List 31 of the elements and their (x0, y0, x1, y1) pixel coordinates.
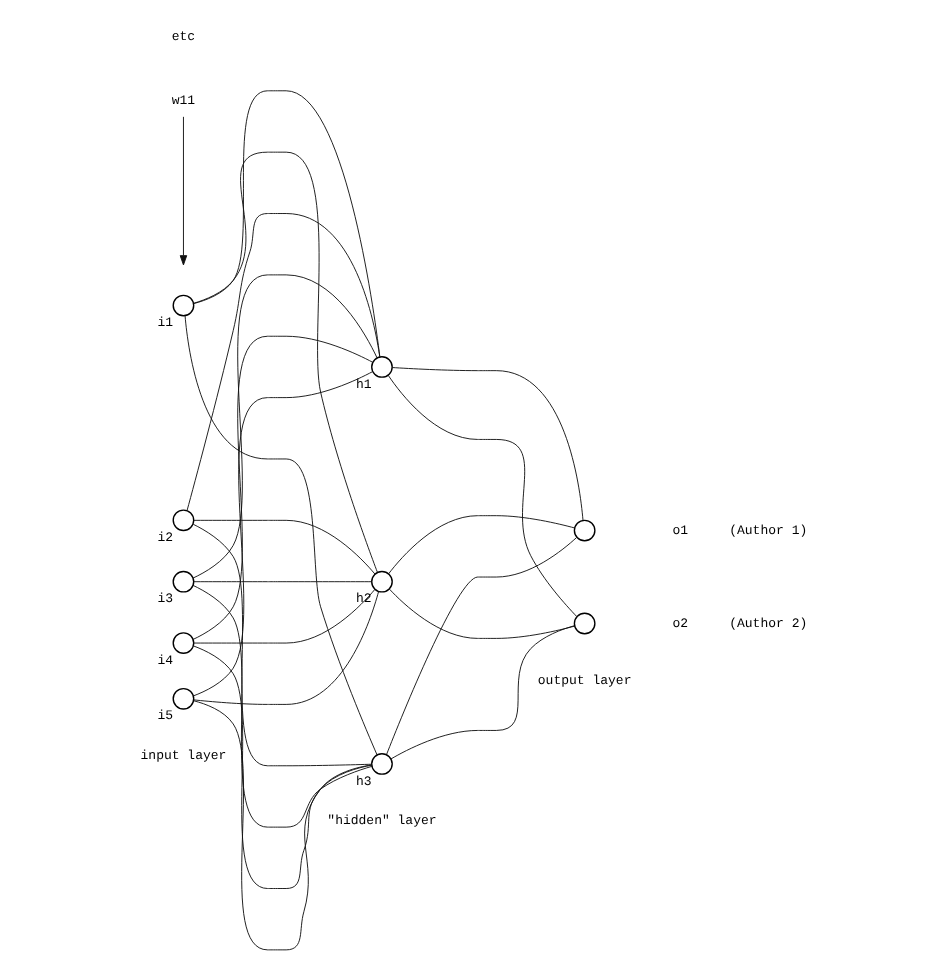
connector (192, 335, 374, 640)
connector (193, 591, 379, 705)
connector (193, 588, 376, 644)
connector (388, 588, 576, 639)
connector (388, 515, 576, 575)
connector (391, 367, 584, 521)
arrow (179, 116, 188, 266)
connector (390, 625, 575, 760)
connector (193, 700, 372, 951)
connector (193, 151, 378, 573)
node-circle (573, 612, 596, 635)
connector (386, 536, 578, 756)
connector (387, 374, 578, 618)
node-circle (172, 570, 195, 593)
connector (193, 519, 376, 575)
node-circle (371, 570, 393, 593)
connector (184, 315, 378, 756)
node-circle (172, 509, 195, 532)
node-circle (371, 356, 393, 378)
node-circle (573, 519, 596, 542)
connector (192, 584, 373, 828)
node-circle (172, 294, 195, 317)
connector (192, 523, 373, 767)
connector (186, 213, 381, 511)
connector (192, 274, 378, 579)
connector (192, 371, 374, 697)
node-circle (172, 632, 195, 654)
connector (193, 581, 373, 583)
node-circle (371, 753, 393, 775)
connector (192, 645, 373, 889)
node-circle (172, 687, 195, 710)
